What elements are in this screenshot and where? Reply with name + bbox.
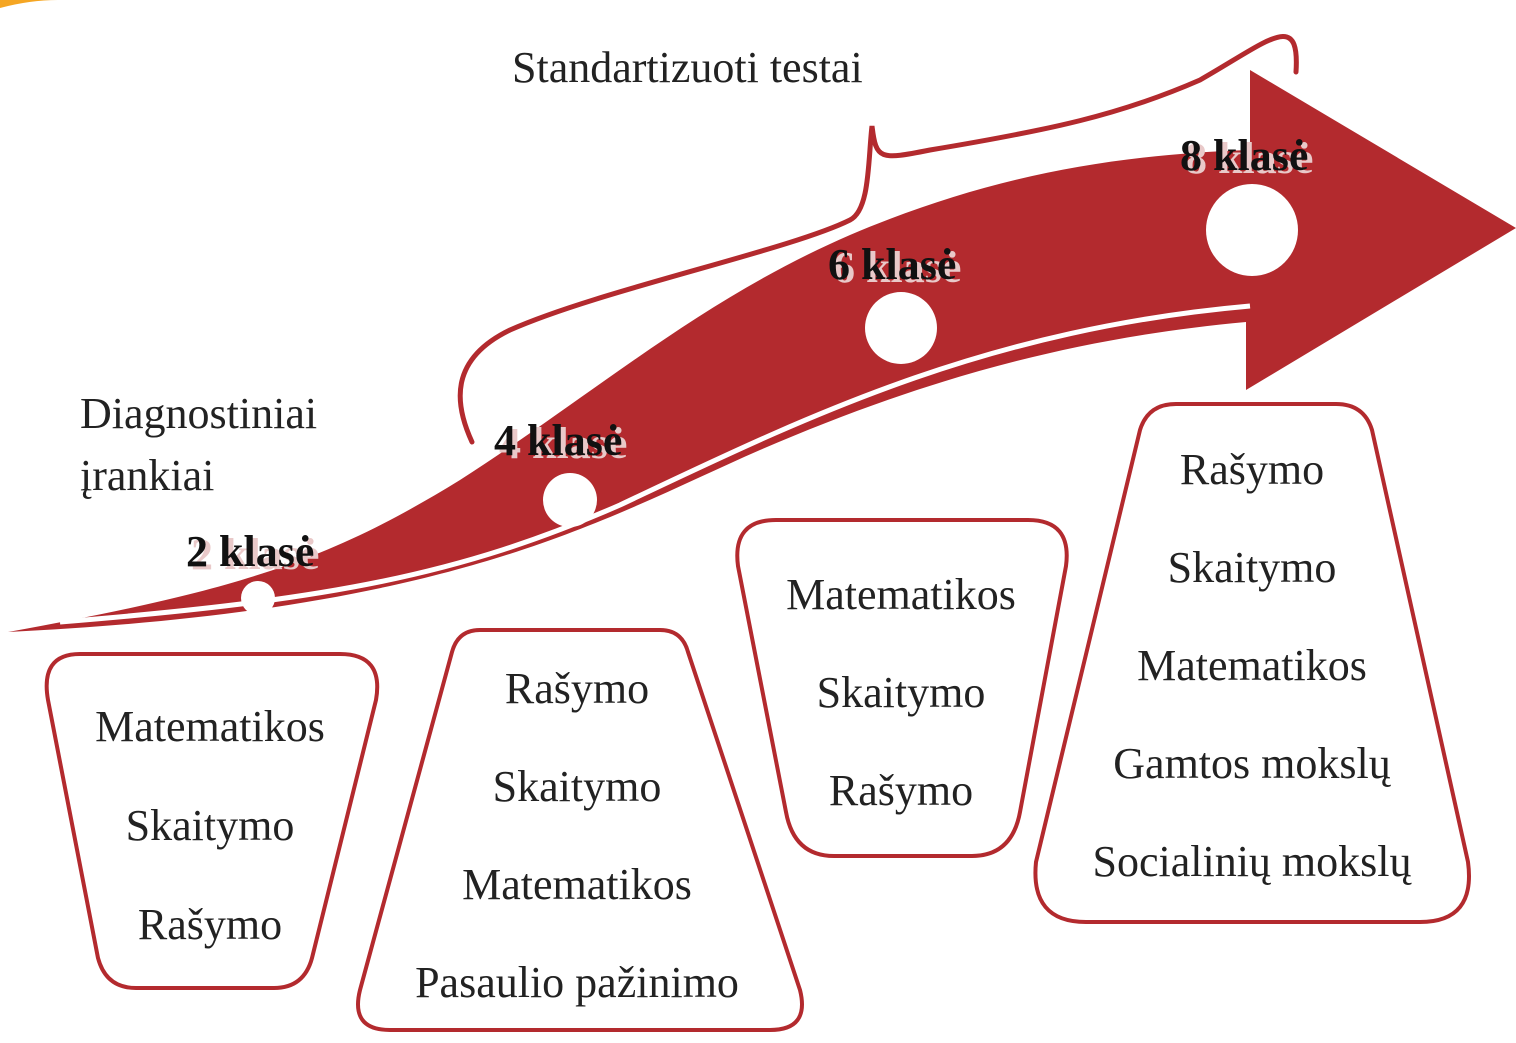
grade-label-2-shadow: 2 klasė (191, 530, 319, 579)
subject-box-2-item: Matematikos (95, 702, 325, 751)
arrow-highlight-stripe (59, 303, 1251, 625)
grade-label-6-shadow: 6 klasė (833, 243, 961, 292)
subject-box-6-item: Matematikos (786, 570, 1016, 619)
subject-box-2 (44, 652, 380, 990)
subject-box-4-item: Matematikos (462, 860, 692, 909)
subject-box-2-item: Skaitymo (126, 801, 295, 850)
subject-box-2-item: Rašymo (138, 900, 282, 949)
milestone-circle-6 (865, 292, 937, 364)
subject-box-4-item: Skaitymo (493, 762, 662, 811)
subject-box-8-item: Socialinių mokslų (1093, 837, 1413, 886)
standardized-tests-label: Standartizuoti testai (512, 43, 863, 92)
subject-box-8 (1033, 402, 1471, 924)
subject-box-6-item: Skaitymo (817, 668, 986, 717)
subject-box-8-item: Matematikos (1137, 641, 1367, 690)
subject-box-8-item: Skaitymo (1168, 543, 1337, 592)
subject-box-4-item: Pasaulio pažinimo (415, 958, 739, 1007)
grade-label-8: 8 klasė (1180, 131, 1308, 180)
grade-label-2: 2 klasė (186, 527, 314, 576)
diagnostic-tools-label-line1: Diagnostiniai (80, 389, 317, 438)
milestone-circle-8 (1206, 184, 1298, 276)
grade-label-4-shadow: 4 klasė (499, 419, 627, 468)
corner-ornament (0, 0, 58, 8)
subject-box-6-item: Rašymo (829, 766, 973, 815)
subject-box-4 (356, 628, 804, 1032)
milestone-circle-4 (543, 473, 597, 527)
subject-box-8-item: Rašymo (1180, 445, 1324, 494)
progress-arrow (8, 70, 1516, 632)
grade-label-8-shadow: 8 klasė (1185, 134, 1313, 183)
grade-label-6: 6 klasė (828, 240, 956, 289)
curly-brace (457, 34, 1299, 445)
subject-box-6 (735, 518, 1069, 858)
diagnostic-tools-label-line2: įrankiai (80, 451, 214, 500)
milestone-circle-2 (241, 581, 275, 615)
subject-box-8-item: Gamtos mokslų (1113, 739, 1391, 788)
grade-label-4: 4 klasė (494, 416, 622, 465)
subject-box-4-item: Rašymo (505, 664, 649, 713)
